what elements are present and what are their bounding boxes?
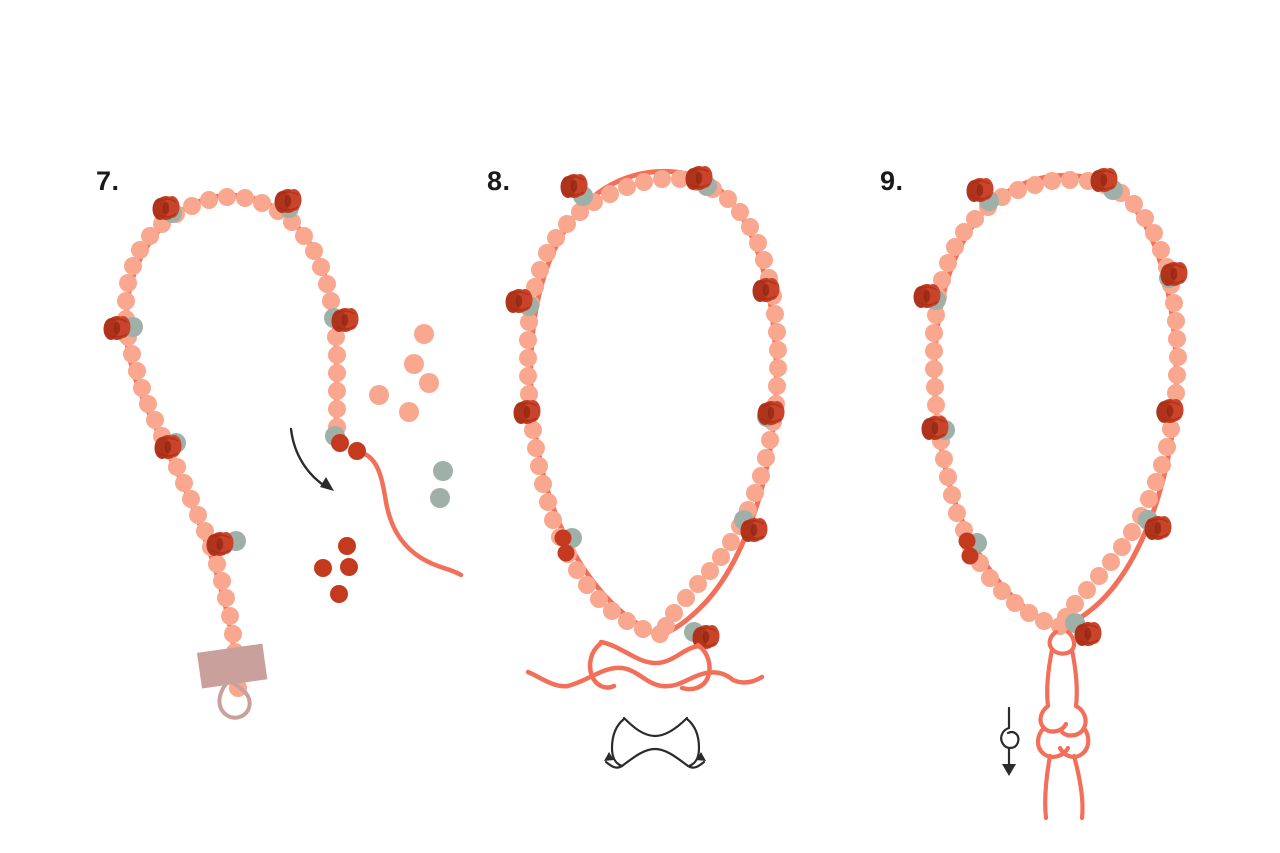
panel-number-7: 7. <box>96 166 120 196</box>
loose-bead-salmon <box>419 373 439 393</box>
loose-bead-red <box>314 559 332 577</box>
panel-9 <box>912 167 1189 821</box>
knot-diagram-icon <box>604 716 706 769</box>
panel-8-cord <box>528 168 779 639</box>
panel-9-bead-strand <box>925 171 1187 635</box>
loose-bead-salmon <box>404 354 424 374</box>
panel-7-bead-strand <box>117 188 346 697</box>
panel-8-bead-strand <box>519 170 787 643</box>
loose-bead-salmon <box>414 324 434 344</box>
loose-bead-red <box>330 585 348 603</box>
panel-7-scattered-beads <box>314 324 453 603</box>
panel-8 <box>504 165 787 769</box>
loose-bead-sage <box>433 461 453 481</box>
loose-bead-red <box>340 558 358 576</box>
loose-bead-salmon <box>399 402 419 422</box>
pull-down-arrow-icon <box>1000 706 1020 776</box>
panel-7-loose-thread <box>355 449 464 578</box>
panel-number-9: 9. <box>880 166 904 196</box>
binder-clip-icon <box>196 643 268 720</box>
panel-9-tightened-knot <box>1035 629 1091 821</box>
panel-7-thread-end-beads <box>331 434 366 460</box>
loose-bead-salmon <box>369 385 389 405</box>
panel-number-8: 8. <box>487 166 511 196</box>
panel-8-knot <box>525 639 765 692</box>
loose-bead-sage <box>430 488 450 508</box>
panel-7 <box>102 188 464 720</box>
loose-bead-red <box>338 537 356 555</box>
curved-arrow-icon <box>289 427 334 491</box>
panel-9-sage-beads <box>926 180 1179 633</box>
